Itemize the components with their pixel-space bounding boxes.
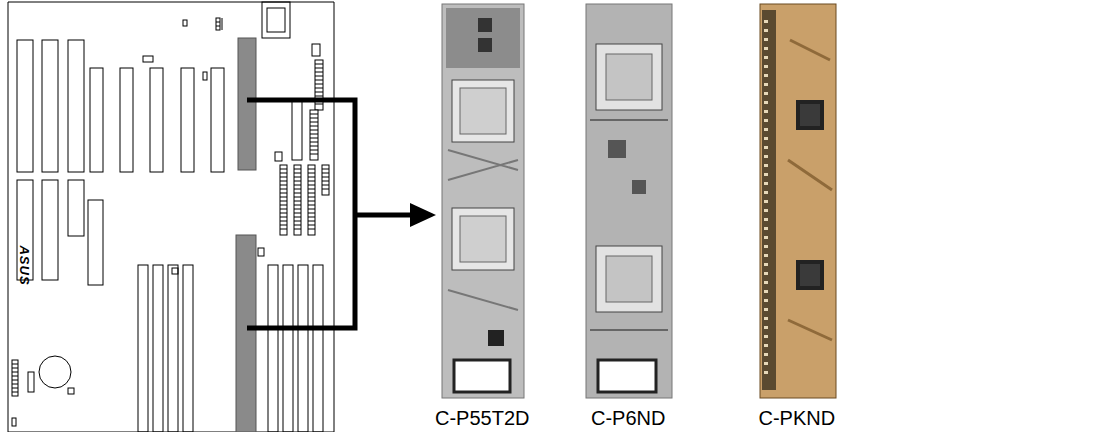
board-part	[39, 356, 71, 388]
board-part	[596, 246, 662, 312]
board-part	[452, 80, 514, 142]
board-part	[12, 418, 16, 426]
board-part	[442, 4, 524, 398]
board-part	[247, 100, 355, 328]
board-part	[90, 68, 103, 172]
arrow-head	[410, 203, 436, 227]
board-part	[292, 100, 302, 160]
board-part	[283, 265, 293, 432]
board-outline	[8, 2, 334, 432]
card-photo	[442, 4, 524, 398]
board-part	[267, 8, 285, 32]
board-part	[452, 208, 514, 270]
board-part	[275, 152, 282, 161]
board-part	[632, 180, 646, 194]
board-part	[168, 265, 178, 432]
board-part	[150, 68, 163, 172]
motherboard	[8, 2, 334, 432]
board-part	[203, 72, 207, 80]
cpu-card-slots	[236, 38, 256, 432]
board-part	[800, 104, 820, 126]
board-part	[238, 38, 256, 170]
board-part	[796, 100, 824, 130]
board-part	[488, 330, 504, 346]
board-part	[138, 265, 148, 432]
board-part	[181, 68, 194, 172]
card-label: C-P6ND	[591, 407, 665, 429]
pin-hatching	[12, 18, 329, 392]
board-part	[446, 8, 520, 68]
card-photo	[586, 4, 672, 398]
board-part	[448, 150, 518, 310]
board-part	[68, 388, 74, 394]
board-part	[68, 40, 84, 172]
board-part	[12, 360, 18, 396]
board-part	[788, 40, 832, 340]
board-part	[42, 180, 58, 280]
board-part	[355, 213, 412, 218]
board-part	[268, 265, 278, 432]
board-part	[608, 140, 626, 158]
card-label: C-P55T2D	[435, 407, 529, 429]
board-part	[590, 120, 668, 330]
board-part	[183, 20, 187, 26]
board-part	[454, 360, 510, 392]
callout-bracket	[247, 100, 412, 328]
board-part	[143, 56, 153, 62]
card-label: C-PKND	[759, 407, 836, 429]
board-part	[183, 265, 193, 432]
board-part	[42, 40, 58, 172]
board-part	[598, 360, 656, 392]
board-part	[298, 265, 308, 432]
card-photo	[760, 4, 836, 398]
board-part	[88, 200, 103, 285]
board-part	[800, 264, 820, 286]
board-part	[258, 248, 264, 256]
board-part	[762, 10, 776, 390]
board-part	[764, 20, 768, 380]
board-part	[760, 4, 836, 398]
board-part	[28, 372, 34, 392]
board-part	[68, 180, 84, 236]
board-part	[312, 44, 320, 56]
board-part	[17, 40, 33, 172]
board-part	[216, 18, 220, 30]
board-part	[596, 44, 662, 110]
board-part	[478, 38, 492, 52]
board-part	[586, 4, 672, 398]
board-part	[211, 68, 224, 172]
board-part	[153, 265, 163, 432]
board-part	[12, 18, 329, 392]
board-part	[236, 235, 256, 432]
pin-headers	[280, 60, 329, 235]
board-part	[606, 256, 652, 302]
board-part	[313, 265, 323, 432]
board-part	[478, 18, 492, 32]
board-part	[606, 54, 652, 100]
board-part	[262, 2, 290, 38]
board-part	[120, 68, 133, 172]
logo-text: ASUS	[17, 245, 32, 285]
board-part	[172, 268, 178, 274]
board-part	[796, 260, 824, 290]
board-part	[460, 216, 506, 262]
board-part	[460, 88, 506, 134]
